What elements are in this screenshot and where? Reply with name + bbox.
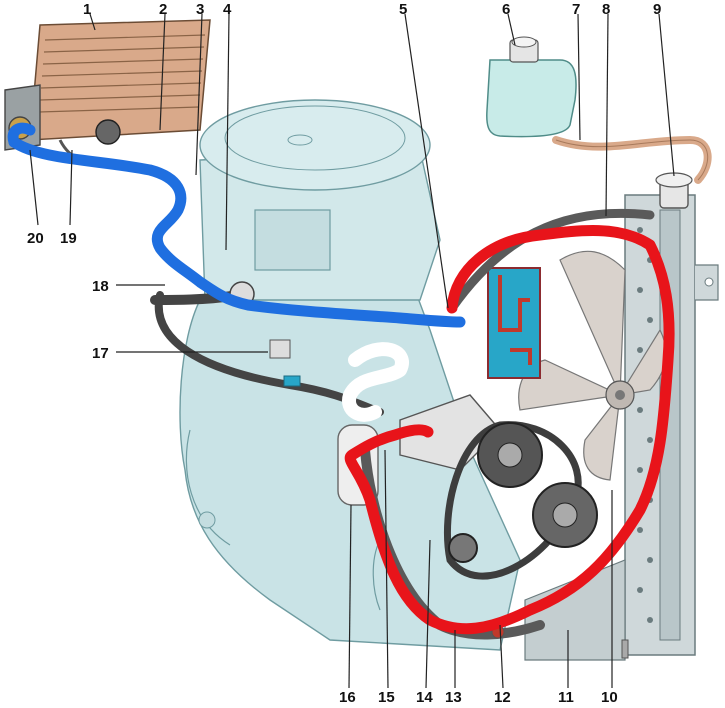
coolant-flow-heater-loop [8,136,466,328]
callout-16: 16 [339,689,356,706]
drain-plug [621,639,629,659]
callout-4: 4 [223,1,232,18]
callout-15: 15 [378,689,395,706]
callout-10: 10 [601,689,618,706]
white-marking [342,342,409,422]
callout-2: 2 [159,1,167,18]
callout-14: 14 [416,689,433,706]
callout-18: 18 [92,278,109,295]
leader-lines [29,13,675,689]
drive-belt [444,421,598,580]
heater-core [4,19,211,165]
air-filter-housing [199,99,431,191]
heater-outlet-pipe [95,119,121,145]
callout-17: 17 [92,345,109,362]
bypass-hose-clamp [283,375,301,387]
callout-1: 1 [83,1,91,18]
callout-11: 11 [558,689,574,706]
water-jacket [487,267,541,379]
callout-8: 8 [602,1,610,18]
coolant-flow-radiator-loop [344,225,675,635]
callout-numbers: 1 2 3 4 5 6 7 8 9 10 11 12 13 14 15 16 1… [27,1,661,706]
callout-12: 12 [494,689,511,706]
callout-9: 9 [653,1,661,18]
callout-19: 19 [60,230,77,247]
expansion-tank [486,36,712,184]
callout-20: 20 [27,230,44,247]
carburetor [254,209,331,271]
callout-5: 5 [399,1,407,18]
radiator [524,172,719,661]
callout-13: 13 [445,689,462,706]
callout-6: 6 [502,1,510,18]
coolant-temperature-sensor [269,339,291,359]
heater-return-hose [154,291,384,416]
callout-7: 7 [572,1,580,18]
callout-3: 3 [196,1,204,18]
tensioner-pulley [448,533,478,563]
